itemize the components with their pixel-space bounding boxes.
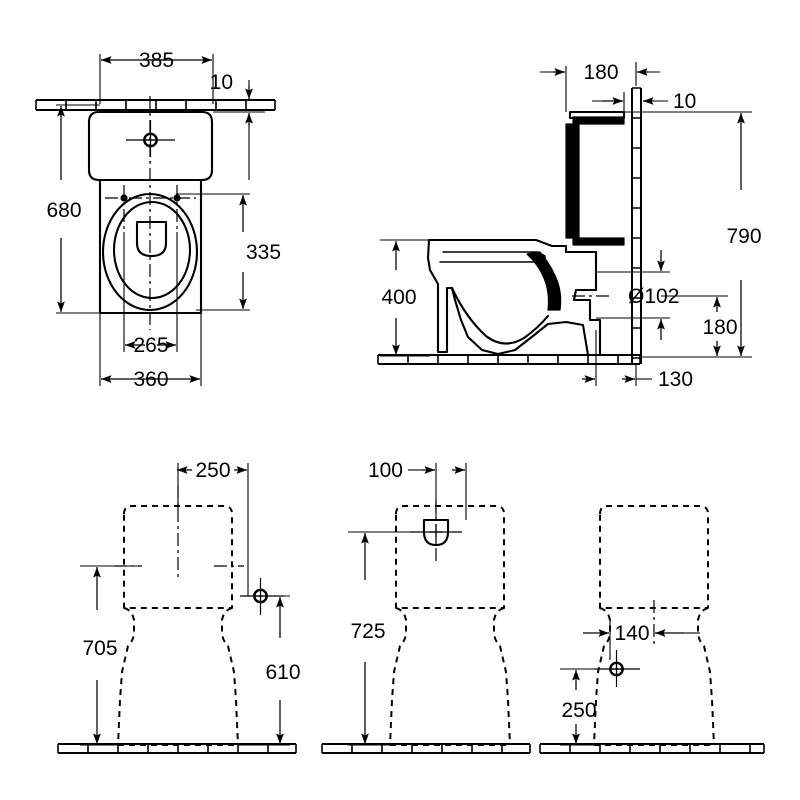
dimension-fl-250: 250 xyxy=(177,459,249,596)
dimension-plan-10: 10 xyxy=(210,71,265,180)
plan-bowl-rim xyxy=(112,200,192,300)
dimension-label-335: 335 xyxy=(246,241,281,264)
dimension-plan-360: 360 xyxy=(99,313,202,391)
dimension-label-fm-100: 100 xyxy=(368,459,403,482)
plan-view: 385 10 680 335 xyxy=(35,49,281,391)
dimension-plan-265: 265 xyxy=(123,232,178,357)
front-view-right: 140 250 xyxy=(539,505,765,754)
side-cistern-lid xyxy=(568,110,626,120)
dimension-plan-385: 385 xyxy=(99,49,214,104)
side-cistern-body xyxy=(565,116,625,246)
dimension-label-side-130: 130 xyxy=(658,368,693,391)
dimension-side-dia102: Ø102 xyxy=(596,250,679,340)
side-section-view: 180 10 790 400 xyxy=(377,61,762,391)
fr-cistern-outline xyxy=(599,505,709,609)
dimension-label-side-180-low: 180 xyxy=(702,316,737,339)
plan-outlet-shape xyxy=(135,220,168,258)
dimension-label-10: 10 xyxy=(210,71,233,94)
dimension-label-side-400: 400 xyxy=(381,286,416,309)
dimension-plan-680: 680 xyxy=(46,104,118,314)
dimension-plan-335: 335 xyxy=(176,193,281,311)
dimension-label-265: 265 xyxy=(133,334,168,357)
dimension-label-fl-250: 250 xyxy=(195,459,230,482)
dimension-side-400: 400 xyxy=(380,239,432,357)
dimension-label-side-180-top: 180 xyxy=(583,61,618,84)
flush-button-crosshair-icon xyxy=(126,120,175,162)
dimension-fr-140: 140 xyxy=(583,620,700,660)
dimension-label-680: 680 xyxy=(46,199,81,222)
dimension-fl-610: 610 xyxy=(238,595,301,746)
dimension-label-fm-725: 725 xyxy=(350,620,385,643)
dimension-side-130: 130 xyxy=(582,330,693,391)
side-trap-curve xyxy=(450,286,550,345)
fl-cistern-outline xyxy=(123,505,233,609)
dimension-label-fr-140: 140 xyxy=(614,622,649,645)
fm-cistern-outline xyxy=(395,505,505,609)
dimension-label-side-790: 790 xyxy=(726,225,761,248)
dimension-fm-725: 725 xyxy=(348,531,424,746)
dimension-side-180-low: 180 xyxy=(641,295,738,358)
front-view-middle: 100 725 xyxy=(321,459,531,754)
side-pan-waterway xyxy=(526,251,562,311)
fm-pan-outline xyxy=(389,607,511,746)
dimension-label-side-10: 10 xyxy=(673,90,696,113)
fl-pan-outline xyxy=(117,607,239,746)
dimension-label-fl-610: 610 xyxy=(265,661,300,684)
dimension-label-side-dia102: Ø102 xyxy=(628,285,679,308)
dimension-fl-705: 705 xyxy=(80,565,142,746)
plan-fixing-holes xyxy=(105,185,196,232)
dimension-label-fl-705: 705 xyxy=(82,637,117,660)
fr-pan-outline xyxy=(593,607,715,746)
dimension-label-360: 360 xyxy=(133,368,168,391)
dimension-label-fr-250: 250 xyxy=(561,699,596,722)
side-seat-line xyxy=(439,251,546,263)
dimension-fr-250: 250 xyxy=(560,668,610,746)
side-pan-outline xyxy=(426,238,602,357)
dimension-fm-100: 100 xyxy=(368,459,467,520)
dimension-label-385: 385 xyxy=(139,49,174,72)
dimension-side-10: 10 xyxy=(592,90,696,113)
front-view-left: 250 705 610 xyxy=(57,459,301,754)
dimension-side-180-top: 180 xyxy=(540,61,660,112)
